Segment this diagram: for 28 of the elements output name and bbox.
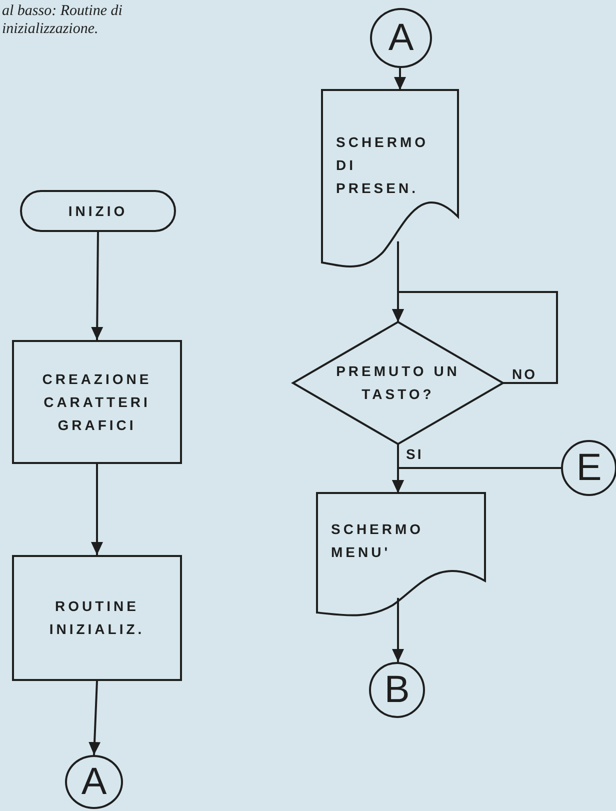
arrow — [392, 598, 404, 662]
connector-letter: A — [81, 762, 107, 802]
connector-circle — [369, 662, 425, 718]
arrow — [392, 467, 561, 493]
node-label: CREAZIONE CARATTERI GRAFICI — [41, 370, 153, 434]
connector-letter: E — [576, 448, 602, 488]
connector-circle — [370, 8, 432, 68]
connector-letter: B — [384, 670, 410, 710]
node-label: PREMUTO UN TASTO? — [335, 362, 461, 404]
figure-caption: al basso: Routine di inizializzazione. — [2, 2, 124, 38]
process-box — [12, 555, 182, 681]
arrow — [88, 680, 101, 756]
node-label: INIZIO — [68, 202, 128, 220]
connector-circle — [65, 755, 123, 809]
connector-circle — [561, 440, 616, 496]
arrow — [392, 291, 558, 384]
node-label: SCHERMO DI PRESEN. — [336, 132, 430, 198]
arrow — [91, 232, 104, 340]
terminal-box — [20, 190, 176, 232]
decision-diamond — [293, 322, 503, 444]
node-label: ROUTINE INIZIALIZ. — [48, 597, 146, 639]
document-shape — [317, 493, 485, 615]
connector-letter: A — [388, 18, 414, 58]
arrow — [91, 464, 103, 555]
arrow — [394, 68, 406, 90]
node-label: SCHERMO MENU' — [331, 520, 425, 562]
document-shape — [322, 90, 458, 266]
process-box — [12, 340, 182, 464]
